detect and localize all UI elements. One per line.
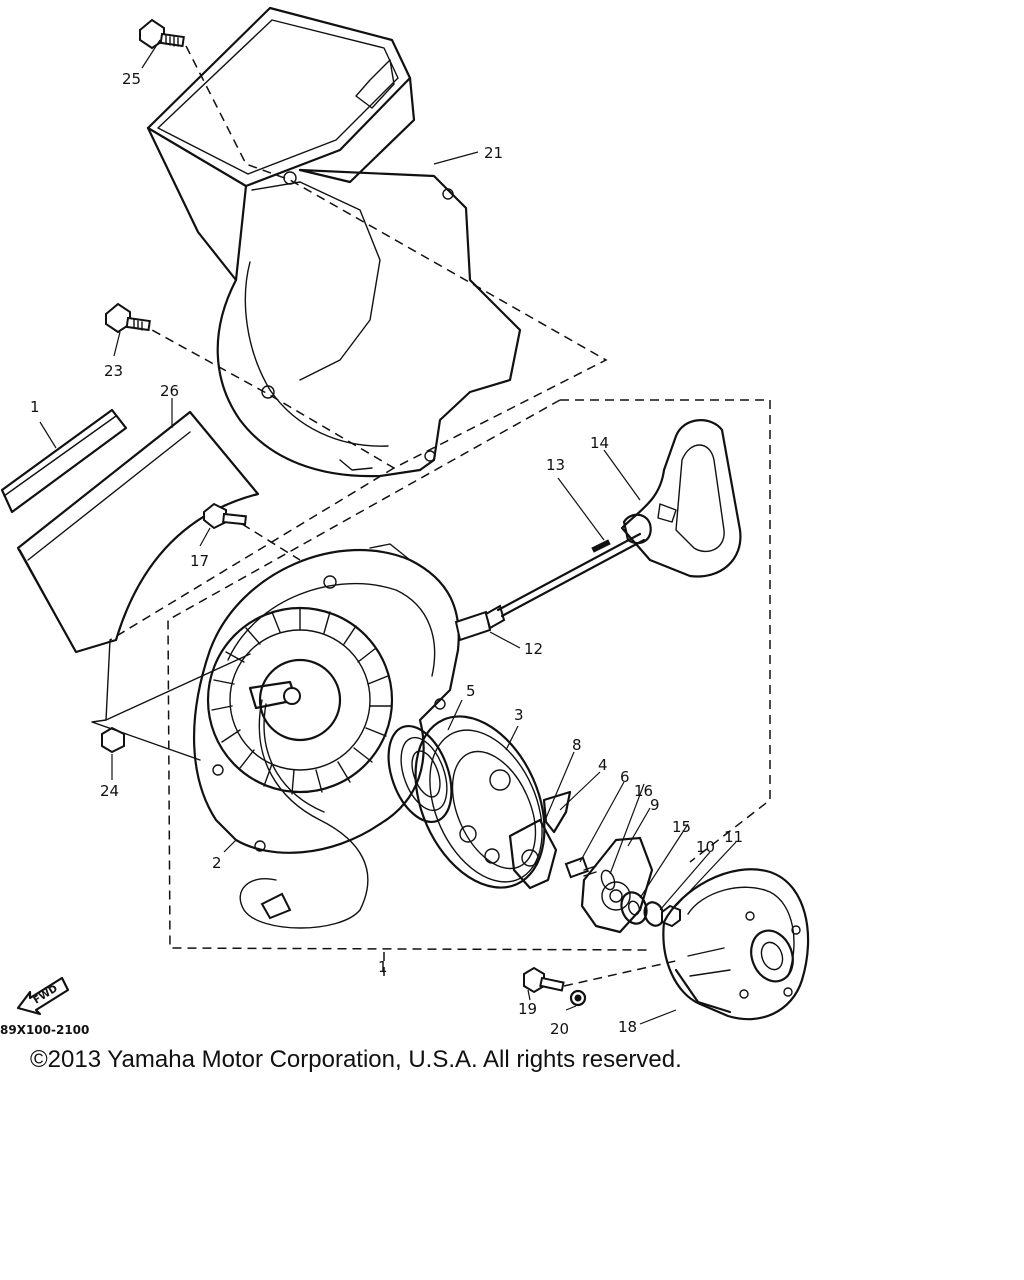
label-part-26: 1 bbox=[30, 398, 40, 416]
label-part-11: 11 bbox=[724, 828, 743, 846]
part-11-nut bbox=[661, 904, 681, 928]
label-part-21: 21 bbox=[484, 144, 503, 162]
label-part-1: 1 bbox=[378, 958, 388, 976]
part-15-washer bbox=[620, 891, 648, 925]
label-part-3: 3 bbox=[514, 706, 524, 724]
assembly-dashed-boundary bbox=[167, 399, 771, 978]
label-part-14: 14 bbox=[590, 434, 609, 452]
part-22-bolt bbox=[105, 302, 151, 334]
label-part-9: 9 bbox=[650, 796, 660, 814]
label-part-23: 25 bbox=[122, 70, 141, 88]
part-24-nut bbox=[101, 726, 125, 754]
label-part-8: 8 bbox=[572, 736, 582, 754]
part-18-starter-pulley bbox=[662, 868, 810, 1021]
label-part-25: 26 bbox=[160, 382, 179, 400]
part-8-ratchet bbox=[508, 818, 558, 890]
label-part-15: 15 bbox=[672, 818, 691, 836]
diagram-code: 89X100-2100 bbox=[0, 1023, 89, 1037]
label-part-19: 19 bbox=[518, 1000, 537, 1018]
part-26-trim-strip bbox=[0, 408, 128, 514]
label-part-17: 17 bbox=[190, 552, 209, 570]
label-part-24: 24 bbox=[100, 782, 119, 800]
part-17-bolt bbox=[203, 502, 247, 530]
fwd-arrow-icon: FWD bbox=[16, 976, 70, 1016]
part-2-starter-case bbox=[192, 543, 460, 929]
part-20-washer bbox=[569, 989, 587, 1007]
label-part-5: 5 bbox=[466, 682, 476, 700]
copyright-notice: ©2013 Yamaha Motor Corporation, U.S.A. A… bbox=[30, 1046, 682, 1073]
part-13-starter-rope bbox=[496, 532, 646, 618]
label-part-4: 4 bbox=[598, 756, 608, 774]
part-25-side-cover bbox=[16, 410, 260, 654]
part-14-starter-handle bbox=[620, 419, 742, 578]
label-part-16: 16 bbox=[634, 782, 653, 800]
exploded-parts-diagram: 25 21 23 26 1 14 13 17 12 5 3 8 4 6 16 9… bbox=[0, 6, 810, 1038]
part-21-air-shroud bbox=[146, 6, 522, 478]
part-3-rope-drum bbox=[414, 715, 546, 889]
leader-lines bbox=[39, 39, 737, 1025]
part-23-bolt bbox=[139, 18, 185, 50]
label-part-12: 12 bbox=[524, 640, 543, 658]
part-9-friction-plate bbox=[580, 836, 654, 934]
part-12-shaft bbox=[454, 604, 506, 642]
label-part-6: 6 bbox=[620, 768, 630, 786]
part-4-spring bbox=[542, 790, 572, 834]
label-part-10: 10 bbox=[696, 838, 715, 856]
label-part-22: 23 bbox=[104, 362, 123, 380]
label-part-18: 18 bbox=[618, 1018, 637, 1036]
part-19-bolt bbox=[523, 966, 565, 994]
label-part-20: 20 bbox=[550, 1020, 569, 1038]
label-part-2: 2 bbox=[212, 854, 222, 872]
part-16-spring bbox=[600, 869, 616, 891]
guide-lines bbox=[91, 45, 681, 987]
label-part-13: 13 bbox=[546, 456, 565, 474]
part-number-labels: 25 21 23 26 1 14 13 17 12 5 3 8 4 6 16 9… bbox=[30, 70, 743, 1038]
